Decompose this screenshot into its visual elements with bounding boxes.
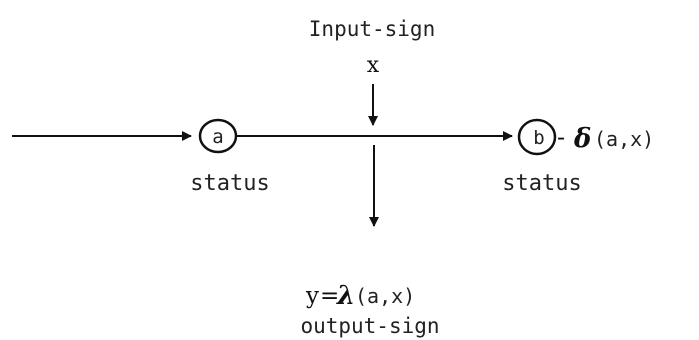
input-symbol-x: x	[367, 53, 380, 78]
state-b-circle	[517, 118, 557, 156]
state-a-label: a	[212, 126, 223, 148]
input-sign-caption: Input-sign	[309, 17, 435, 41]
output-lambda-symbol: λ	[336, 281, 355, 311]
output-y: y	[305, 283, 319, 309]
state-b-label: b	[533, 127, 544, 149]
transition-args: (a,x)	[594, 127, 654, 151]
transition-delta-symbol: δ	[573, 124, 591, 154]
output-equals: =	[320, 283, 339, 309]
state-a-caption: status	[190, 171, 269, 196]
transition-minus: -	[557, 123, 565, 151]
output-sign-caption: output-sign	[300, 314, 439, 338]
state-b-caption: status	[502, 171, 581, 196]
output-args: (a,x)	[355, 284, 415, 308]
